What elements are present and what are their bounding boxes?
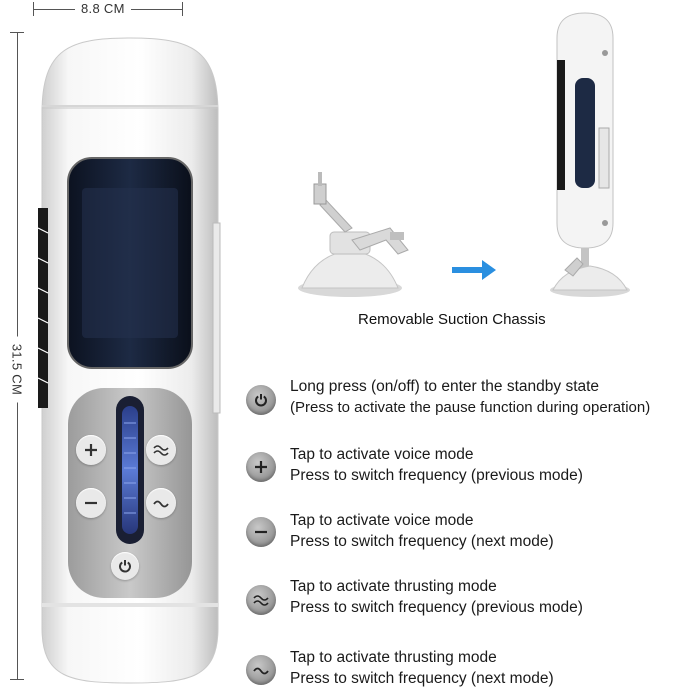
power-icon bbox=[246, 385, 276, 415]
chassis-label: Removable Suction Chassis bbox=[358, 311, 546, 328]
instruction-line2: Press to switch frequency (next mode) bbox=[290, 670, 554, 687]
instruction-line1: Tap to activate voice mode bbox=[290, 446, 474, 463]
instruction-line2: Press to switch frequency (next mode) bbox=[290, 533, 554, 550]
instruction-line2: (Press to activate the pause function du… bbox=[290, 399, 651, 416]
device-minus-button bbox=[76, 488, 106, 518]
device-plus-button bbox=[76, 435, 106, 465]
wave-icon bbox=[246, 655, 276, 685]
height-tick-top bbox=[10, 32, 24, 33]
height-label: 31.5 CM bbox=[9, 336, 25, 403]
instruction-item: Tap to activate voice mode Press to swit… bbox=[246, 444, 700, 492]
suction-chassis-illustration bbox=[298, 172, 409, 297]
instruction-line1: Tap to activate thrusting mode bbox=[290, 649, 497, 666]
device-illustration bbox=[37, 37, 221, 684]
instruction-item: Tap to activate voice mode Press to swit… bbox=[246, 510, 700, 558]
instruction-line1: Long press (on/off) to enter the standby… bbox=[290, 378, 600, 395]
instruction-item: Tap to activate thrusting mode Press to … bbox=[246, 647, 700, 695]
instruction-item: Tap to activate thrusting mode Press to … bbox=[246, 576, 700, 624]
instruction-item: Long press (on/off) to enter the standby… bbox=[246, 375, 700, 423]
plus-icon bbox=[246, 452, 276, 482]
width-tick-left bbox=[33, 2, 34, 16]
instruction-line1: Tap to activate voice mode bbox=[290, 512, 474, 529]
instruction-line2: Press to switch frequency (previous mode… bbox=[290, 467, 583, 484]
device-bottom-band bbox=[42, 603, 218, 607]
device-top-cap bbox=[41, 37, 219, 114]
double-wave-icon bbox=[246, 585, 276, 615]
width-tick-right bbox=[182, 2, 183, 16]
device-side-stripe-left bbox=[38, 208, 48, 408]
width-dimension: 8.8 CM bbox=[33, 0, 183, 22]
height-tick-bottom bbox=[10, 679, 24, 680]
arrow-icon bbox=[452, 260, 496, 280]
device-wave-button bbox=[146, 488, 176, 518]
device-power-button bbox=[111, 552, 139, 580]
minus-icon bbox=[246, 517, 276, 547]
instruction-line2: Press to switch frequency (previous mode… bbox=[290, 599, 583, 616]
width-label: 8.8 CM bbox=[75, 1, 131, 16]
device-side-stripe-right bbox=[212, 222, 221, 414]
height-dimension: 31.5 CM bbox=[2, 32, 32, 680]
instruction-line1: Tap to activate thrusting mode bbox=[290, 578, 497, 595]
attached-device-illustration bbox=[550, 12, 630, 297]
device-double-wave-button bbox=[146, 435, 176, 465]
